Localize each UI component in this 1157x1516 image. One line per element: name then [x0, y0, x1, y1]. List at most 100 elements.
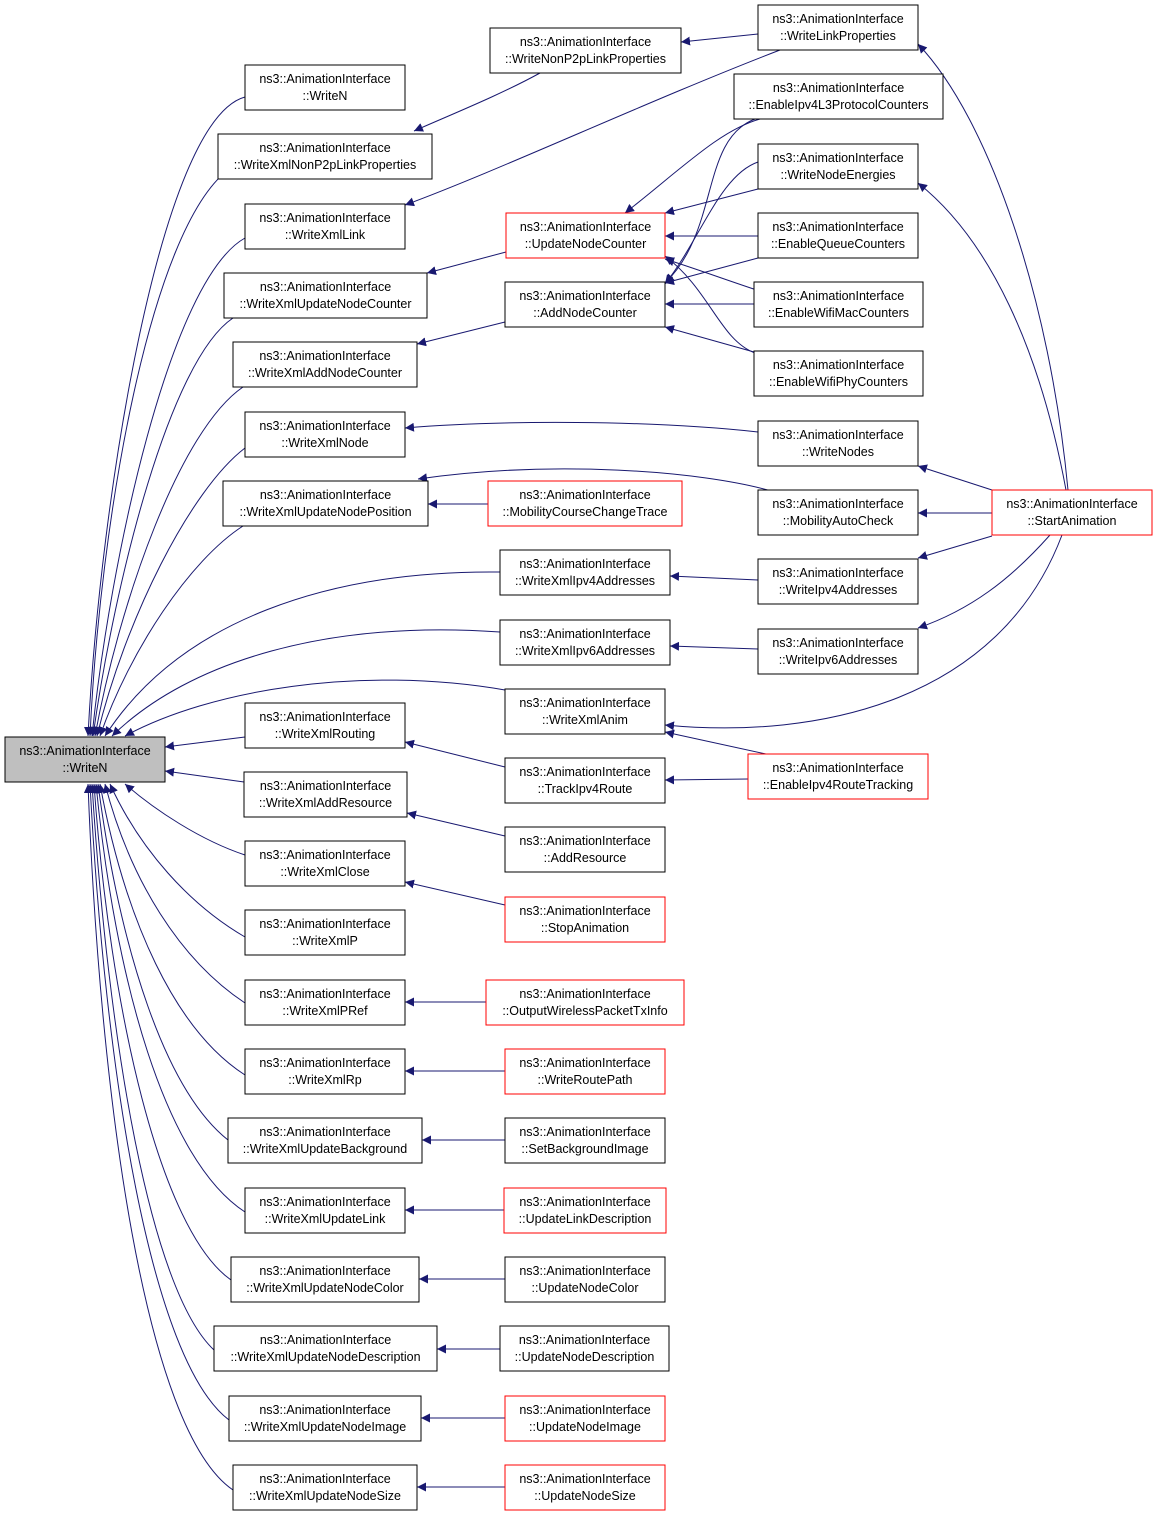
- node-write-xml-p-ref[interactable]: ns3::AnimationInterface::WriteXmlPRef: [244, 979, 406, 1026]
- node-box[interactable]: [757, 212, 919, 259]
- node-write-xml-add-node-counter[interactable]: ns3::AnimationInterface::WriteXmlAddNode…: [232, 341, 418, 388]
- node-box[interactable]: [499, 1325, 670, 1372]
- node-box[interactable]: [504, 896, 666, 943]
- node-update-node-description[interactable]: ns3::AnimationInterface::UpdateNodeDescr…: [499, 1325, 670, 1372]
- node-update-node-color[interactable]: ns3::AnimationInterface::UpdateNodeColor: [504, 1256, 666, 1303]
- node-box[interactable]: [504, 826, 666, 873]
- node-write-xml-routing[interactable]: ns3::AnimationInterface::WriteXmlRouting: [244, 702, 406, 749]
- node-box[interactable]: [503, 1187, 667, 1234]
- node-write-ipv6-addresses[interactable]: ns3::AnimationInterface::WriteIpv6Addres…: [757, 628, 919, 675]
- node-box[interactable]: [499, 549, 671, 596]
- node-write-xml-anim[interactable]: ns3::AnimationInterface::WriteXmlAnim: [504, 688, 666, 735]
- node-box[interactable]: [244, 411, 406, 458]
- node-start-animation[interactable]: ns3::AnimationInterface::StartAnimation: [991, 489, 1153, 536]
- node-write-xml-non-p2p-link-properties[interactable]: ns3::AnimationInterface::WriteXmlNonP2pL…: [217, 133, 433, 180]
- node-box[interactable]: [230, 1256, 420, 1303]
- node-box[interactable]: [244, 203, 406, 250]
- node-box[interactable]: [753, 281, 924, 328]
- node-box[interactable]: [757, 489, 919, 536]
- node-update-node-image[interactable]: ns3::AnimationInterface::UpdateNodeImage: [504, 1395, 666, 1442]
- node-write-ipv4-addresses[interactable]: ns3::AnimationInterface::WriteIpv4Addres…: [757, 558, 919, 605]
- node-box[interactable]: [227, 1117, 423, 1164]
- node-box[interactable]: [504, 757, 666, 804]
- node-box[interactable]: [217, 133, 433, 180]
- node-box[interactable]: [244, 979, 406, 1026]
- node-box[interactable]: [487, 480, 683, 527]
- node-write-xml-update-node-position[interactable]: ns3::AnimationInterface::WriteXmlUpdateN…: [222, 480, 429, 527]
- node-write-xml-update-node-counter[interactable]: ns3::AnimationInterface::WriteXmlUpdateN…: [223, 272, 428, 319]
- node-write-xml-node[interactable]: ns3::AnimationInterface::WriteXmlNode: [244, 411, 406, 458]
- node-stop-animation[interactable]: ns3::AnimationInterface::StopAnimation: [504, 896, 666, 943]
- node-mobility-auto-check[interactable]: ns3::AnimationInterface::MobilityAutoChe…: [757, 489, 919, 536]
- node-write-xml-ipv4-addresses[interactable]: ns3::AnimationInterface::WriteXmlIpv4Add…: [499, 549, 671, 596]
- node-box[interactable]: [213, 1325, 438, 1372]
- node-write-link-properties[interactable]: ns3::AnimationInterface::WriteLinkProper…: [757, 4, 919, 51]
- node-write-n[interactable]: ns3::AnimationInterface::WriteN: [4, 736, 166, 783]
- node-update-node-size[interactable]: ns3::AnimationInterface::UpdateNodeSize: [504, 1464, 666, 1511]
- node-write-node-energies[interactable]: ns3::AnimationInterface::WriteNodeEnergi…: [757, 143, 919, 190]
- node-box[interactable]: [757, 628, 919, 675]
- node-write-xml-close[interactable]: ns3::AnimationInterface::WriteXmlClose: [244, 840, 406, 887]
- node-box[interactable]: [222, 480, 429, 527]
- node-box[interactable]: [4, 736, 166, 783]
- node-write-route-path[interactable]: ns3::AnimationInterface::WriteRoutePath: [504, 1048, 666, 1095]
- node-box[interactable]: [504, 688, 666, 735]
- node-box[interactable]: [733, 73, 944, 120]
- node-box[interactable]: [244, 1187, 406, 1234]
- node-box[interactable]: [505, 212, 666, 259]
- node-enable-ipv4-l3-protocol-counters[interactable]: ns3::AnimationInterface::EnableIpv4L3Pro…: [733, 73, 944, 120]
- node-output-wireless-packet-tx-info[interactable]: ns3::AnimationInterface::OutputWirelessP…: [485, 979, 685, 1026]
- node-box[interactable]: [504, 1256, 666, 1303]
- node-box[interactable]: [232, 341, 418, 388]
- node-box[interactable]: [757, 143, 919, 190]
- node-write-xml-update-node-size[interactable]: ns3::AnimationInterface::WriteXmlUpdateN…: [232, 1464, 418, 1511]
- node-write-xml-ipv6-addresses[interactable]: ns3::AnimationInterface::WriteXmlIpv6Add…: [499, 619, 671, 666]
- node-write-xml-update-node-image[interactable]: ns3::AnimationInterface::WriteXmlUpdateN…: [228, 1395, 422, 1442]
- node-box[interactable]: [991, 489, 1153, 536]
- node-enable-wifi-phy-counters[interactable]: ns3::AnimationInterface::EnableWifiPhyCo…: [753, 350, 924, 397]
- node-add-resource[interactable]: ns3::AnimationInterface::AddResource: [504, 826, 666, 873]
- node-box[interactable]: [753, 350, 924, 397]
- node-update-link-description[interactable]: ns3::AnimationInterface::UpdateLinkDescr…: [503, 1187, 667, 1234]
- node-mobility-course-change-trace[interactable]: ns3::AnimationInterface::MobilityCourseC…: [487, 480, 683, 527]
- node-box[interactable]: [223, 272, 428, 319]
- node-box[interactable]: [244, 1048, 406, 1095]
- node-enable-wifi-mac-counters[interactable]: ns3::AnimationInterface::EnableWifiMacCo…: [753, 281, 924, 328]
- node-box[interactable]: [243, 771, 408, 818]
- node-write-nodes[interactable]: ns3::AnimationInterface::WriteNodes: [757, 420, 919, 467]
- node-box[interactable]: [504, 281, 666, 328]
- node-box[interactable]: [228, 1395, 422, 1442]
- node-box[interactable]: [244, 840, 406, 887]
- node-box[interactable]: [504, 1395, 666, 1442]
- node-write-n2[interactable]: ns3::AnimationInterface::WriteN: [244, 64, 406, 111]
- node-enable-queue-counters[interactable]: ns3::AnimationInterface::EnableQueueCoun…: [757, 212, 919, 259]
- node-box[interactable]: [244, 909, 406, 956]
- node-box[interactable]: [485, 979, 685, 1026]
- node-write-xml-update-node-color[interactable]: ns3::AnimationInterface::WriteXmlUpdateN…: [230, 1256, 420, 1303]
- node-box[interactable]: [757, 420, 919, 467]
- node-add-node-counter[interactable]: ns3::AnimationInterface::AddNodeCounter: [504, 281, 666, 328]
- node-write-xml-rp[interactable]: ns3::AnimationInterface::WriteXmlRp: [244, 1048, 406, 1095]
- node-write-xml-update-background[interactable]: ns3::AnimationInterface::WriteXmlUpdateB…: [227, 1117, 423, 1164]
- node-box[interactable]: [499, 619, 671, 666]
- node-write-xml-p[interactable]: ns3::AnimationInterface::WriteXmlP: [244, 909, 406, 956]
- node-write-non-p2p-link-properties[interactable]: ns3::AnimationInterface::WriteNonP2pLink…: [489, 27, 682, 74]
- node-box[interactable]: [489, 27, 682, 74]
- node-write-xml-update-node-description[interactable]: ns3::AnimationInterface::WriteXmlUpdateN…: [213, 1325, 438, 1372]
- node-write-xml-link[interactable]: ns3::AnimationInterface::WriteXmlLink: [244, 203, 406, 250]
- node-update-node-counter[interactable]: ns3::AnimationInterface::UpdateNodeCount…: [505, 212, 666, 259]
- node-box[interactable]: [504, 1464, 666, 1511]
- node-box[interactable]: [747, 753, 929, 800]
- node-set-background-image[interactable]: ns3::AnimationInterface::SetBackgroundIm…: [504, 1117, 666, 1164]
- node-box[interactable]: [244, 64, 406, 111]
- node-box[interactable]: [757, 4, 919, 51]
- node-write-xml-add-resource[interactable]: ns3::AnimationInterface::WriteXmlAddReso…: [243, 771, 408, 818]
- node-write-xml-update-link[interactable]: ns3::AnimationInterface::WriteXmlUpdateL…: [244, 1187, 406, 1234]
- node-box[interactable]: [504, 1048, 666, 1095]
- node-track-ipv4-route[interactable]: ns3::AnimationInterface::TrackIpv4Route: [504, 757, 666, 804]
- node-box[interactable]: [504, 1117, 666, 1164]
- node-enable-ipv4-route-tracking[interactable]: ns3::AnimationInterface::EnableIpv4Route…: [747, 753, 929, 800]
- node-box[interactable]: [757, 558, 919, 605]
- node-box[interactable]: [232, 1464, 418, 1511]
- node-box[interactable]: [244, 702, 406, 749]
